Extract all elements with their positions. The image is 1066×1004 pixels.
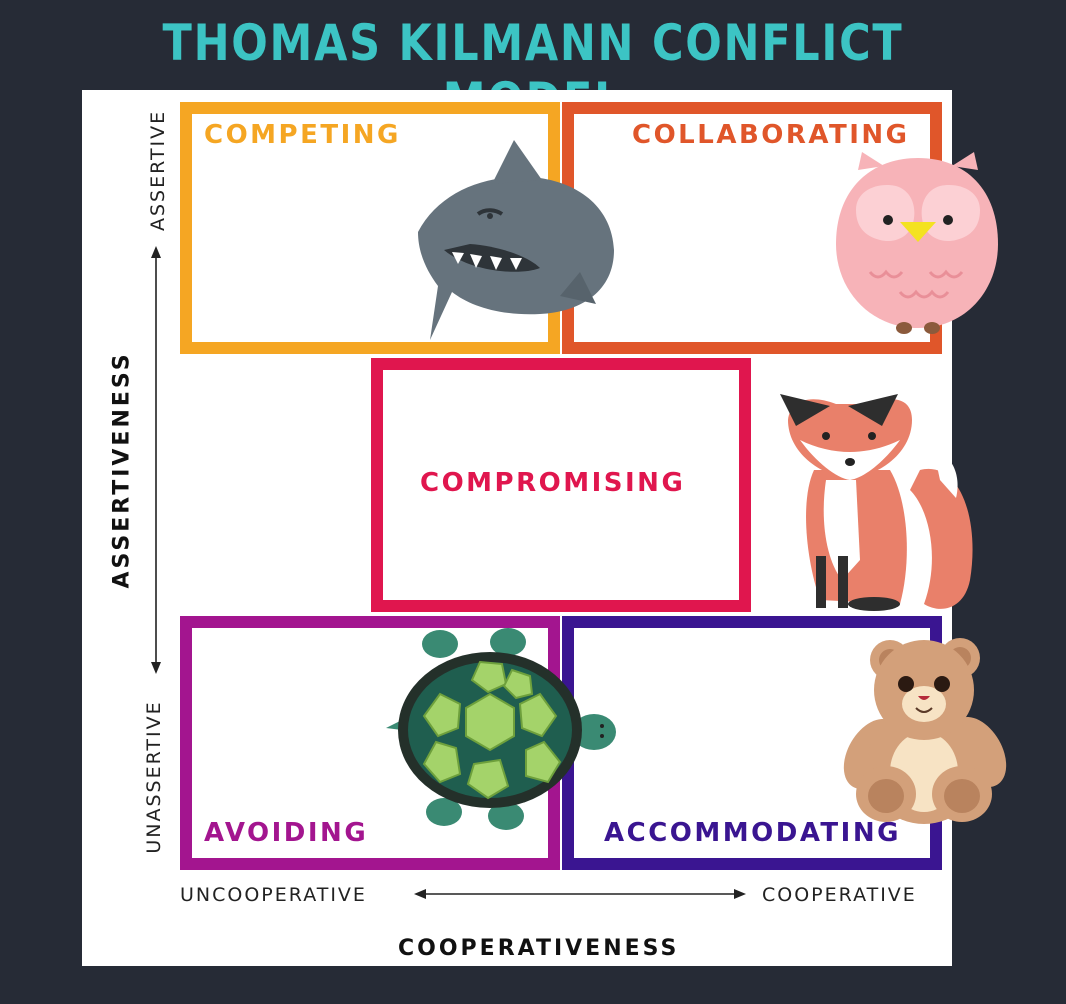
owl-icon [836,152,998,334]
turtle-icon [386,628,616,830]
vertical-axis-arrow [151,246,161,674]
axis-label-uncooperative: UNCOOPERATIVE [180,884,367,906]
quadrant-label-competing: COMPETING [204,120,401,150]
quadrant-label-compromising: COMPROMISING [420,468,686,498]
teddy-bear-icon [843,638,1007,824]
axis-title-cooperativeness: COOPERATIVENESS [398,936,680,961]
quadrant-compromising [371,358,751,612]
quadrant-competing [180,102,560,354]
shark-icon [418,140,614,340]
quadrant-label-collaborating: COLLABORATING [632,120,910,150]
quadrant-label-avoiding: AVOIDING [204,818,369,848]
fox-icon [780,394,973,611]
quadrant-avoiding [180,616,560,870]
axis-label-cooperative: COOPERATIVE [762,884,917,906]
horizontal-axis-arrow [414,889,746,899]
quadrant-label-accommodating: ACCOMMODATING [604,818,901,848]
